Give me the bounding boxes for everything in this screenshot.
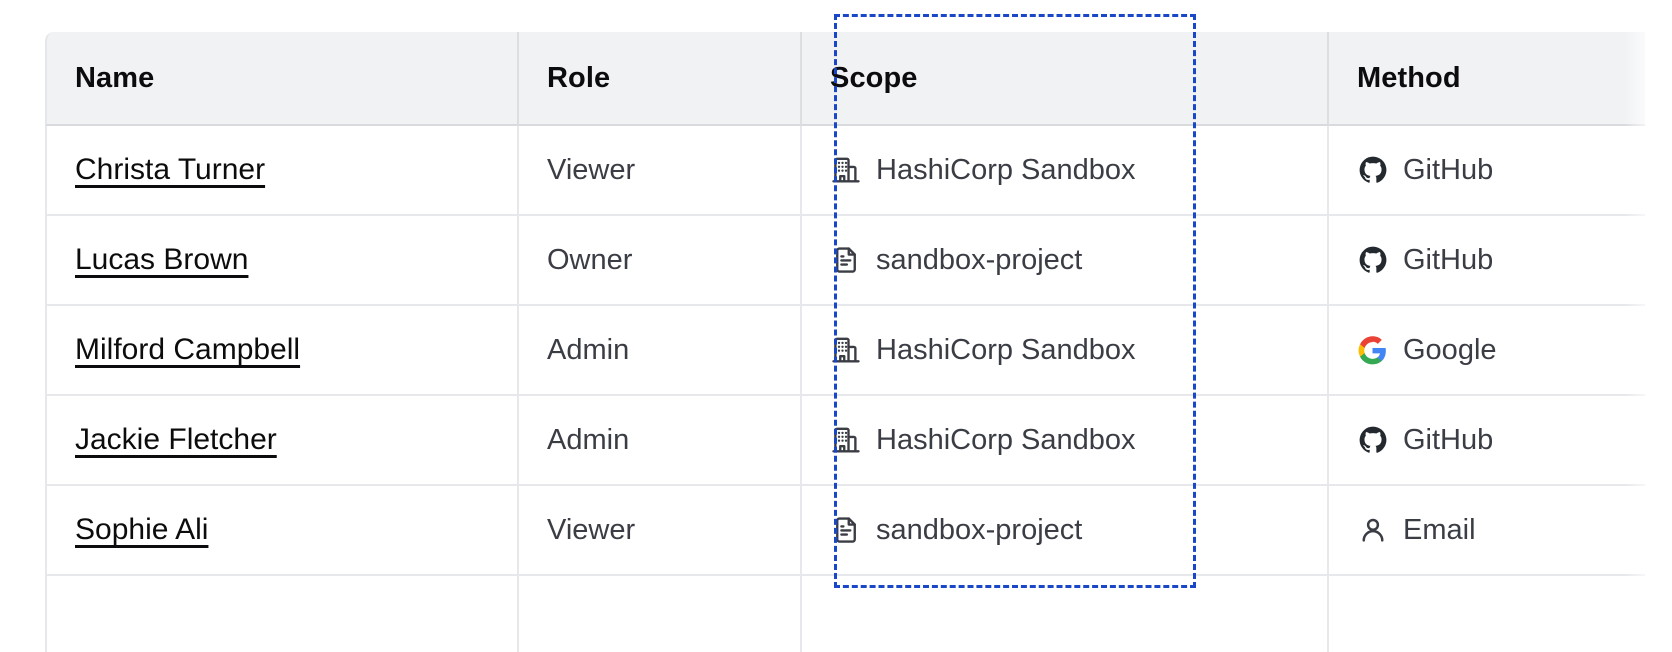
cell-role: Admin: [519, 396, 802, 486]
table-row[interactable]: Sophie Ali Viewer sandbox-project Email: [45, 486, 1645, 576]
role-label: Viewer: [547, 153, 636, 186]
cell-name: Sophie Ali: [45, 486, 519, 576]
github-icon: [1357, 425, 1388, 456]
member-name-link[interactable]: Sophie Ali: [75, 513, 209, 546]
table-header-row: Name Role Scope Method: [45, 32, 1645, 126]
role-label: Viewer: [547, 513, 636, 546]
method-label: GitHub: [1403, 423, 1494, 456]
role-label: Admin: [547, 333, 630, 366]
scope-label: sandbox-project: [876, 243, 1083, 276]
cell-scope: sandbox-project: [802, 486, 1329, 576]
method-value: GitHub: [1357, 245, 1645, 276]
google-icon: [1357, 335, 1388, 366]
cell-name: Christa Turner: [45, 126, 519, 216]
scope-value: HashiCorp Sandbox: [830, 155, 1327, 186]
scope-value: sandbox-project: [830, 515, 1327, 546]
cell-method: Email: [1329, 486, 1645, 576]
scope-value: sandbox-project: [830, 245, 1327, 276]
table-row[interactable]: [45, 576, 1645, 652]
cell-name: Milford Campbell: [45, 306, 519, 396]
column-header-method[interactable]: Method: [1329, 32, 1645, 126]
github-icon: [1357, 245, 1388, 276]
method-value: Email: [1357, 515, 1645, 546]
table-row[interactable]: Milford Campbell Admin HashiCorp Sandbox Go…: [45, 306, 1645, 396]
cell-method: GitHub: [1329, 396, 1645, 486]
cell-scope: [802, 576, 1329, 652]
building-icon: [830, 155, 861, 186]
method-label: Google: [1403, 333, 1497, 366]
table-row[interactable]: Christa Turner Viewer HashiCorp Sandbox Git…: [45, 126, 1645, 216]
cell-role: Viewer: [519, 126, 802, 216]
cell-role: Viewer: [519, 486, 802, 576]
member-name-link[interactable]: Jackie Fletcher: [75, 423, 277, 456]
cell-scope: HashiCorp Sandbox: [802, 126, 1329, 216]
member-name-link[interactable]: Christa Turner: [75, 153, 266, 186]
user-icon: [1357, 515, 1388, 546]
cell-scope: sandbox-project: [802, 216, 1329, 306]
table-row[interactable]: Lucas Brown Owner sandbox-project GitHub: [45, 216, 1645, 306]
role-label: Admin: [547, 423, 630, 456]
cell-name: [45, 576, 519, 652]
github-icon: [1357, 155, 1388, 186]
document-icon: [830, 245, 861, 276]
scope-value: HashiCorp Sandbox: [830, 425, 1327, 456]
method-label: Email: [1403, 513, 1476, 546]
cell-method: [1329, 576, 1645, 652]
scope-label: HashiCorp Sandbox: [876, 333, 1136, 366]
building-icon: [830, 335, 861, 366]
column-header-role[interactable]: Role: [519, 32, 802, 126]
cell-scope: HashiCorp Sandbox: [802, 306, 1329, 396]
cell-method: Google: [1329, 306, 1645, 396]
method-value: GitHub: [1357, 155, 1645, 186]
column-header-name[interactable]: Name: [45, 32, 519, 126]
scope-label: sandbox-project: [876, 513, 1083, 546]
column-header-scope[interactable]: Scope: [802, 32, 1329, 126]
role-label: Owner: [547, 243, 633, 276]
table-row[interactable]: Jackie Fletcher Admin HashiCorp Sandbox Git…: [45, 396, 1645, 486]
cell-role: Admin: [519, 306, 802, 396]
table-header: Name Role Scope Method: [45, 32, 1645, 126]
method-value: Google: [1357, 335, 1645, 366]
method-label: GitHub: [1403, 153, 1494, 186]
cell-scope: HashiCorp Sandbox: [802, 396, 1329, 486]
cell-method: GitHub: [1329, 126, 1645, 216]
building-icon: [830, 425, 861, 456]
scope-label: HashiCorp Sandbox: [876, 423, 1136, 456]
scope-label: HashiCorp Sandbox: [876, 153, 1136, 186]
cell-role: Owner: [519, 216, 802, 306]
member-name-link[interactable]: Lucas Brown: [75, 243, 249, 276]
member-name-link[interactable]: Milford Campbell: [75, 333, 301, 366]
cell-method: GitHub: [1329, 216, 1645, 306]
cell-name: Jackie Fletcher: [45, 396, 519, 486]
cell-name: Lucas Brown: [45, 216, 519, 306]
cell-role: [519, 576, 802, 652]
document-icon: [830, 515, 861, 546]
scope-value: HashiCorp Sandbox: [830, 335, 1327, 366]
method-value: GitHub: [1357, 425, 1645, 456]
method-label: GitHub: [1403, 243, 1494, 276]
